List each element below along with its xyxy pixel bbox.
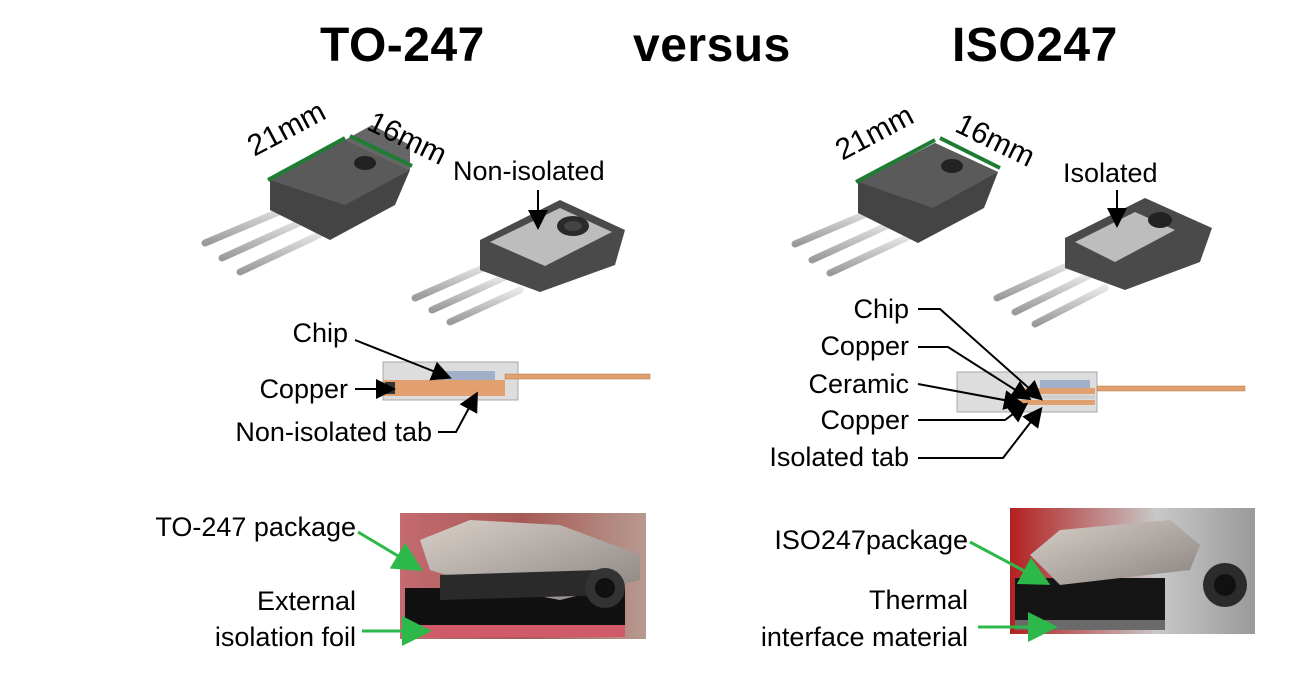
label-chip-right: Chip (853, 294, 909, 324)
title-versus: versus (633, 19, 791, 72)
dimension-line-length-left (267, 136, 346, 182)
iso247-package-front (791, 143, 998, 277)
label-to247-package: TO-247 package (155, 512, 356, 542)
label-external: External (256, 586, 356, 616)
green-arrow-package-right (969, 540, 1051, 585)
label-chip-left: Chip (292, 318, 348, 348)
arrow-copper1-right (918, 346, 1032, 401)
label-isolation-foil: isolation foil (214, 622, 356, 652)
label-copper2-right: Copper (820, 405, 909, 435)
dimension-line-width-right (939, 136, 1001, 170)
iso247-photo (1010, 508, 1255, 634)
iso247-package-back (993, 198, 1212, 328)
arrow-ceramic-right (917, 383, 1024, 410)
title-to247: TO-247 (320, 19, 485, 72)
arrow-tab-right (918, 406, 1043, 459)
title-iso247: ISO247 (952, 19, 1118, 72)
dimension-line-length-right (855, 138, 936, 184)
dimension-line-width-left (349, 134, 413, 168)
to247-photo (400, 513, 646, 639)
label-isolated: Isolated (1063, 158, 1158, 188)
arrow-copper2-right (918, 402, 1029, 423)
label-interface-material: interface material (760, 622, 968, 652)
label-thermal: Thermal (868, 585, 968, 615)
to247-package-front (201, 125, 410, 276)
label-isolated-tab: Isolated tab (769, 442, 909, 472)
label-non-isolated: Non-isolated (453, 156, 605, 186)
arrow-chip-right (918, 308, 1043, 401)
label-copper-left: Copper (259, 374, 348, 404)
to247-package-back (411, 200, 625, 326)
arrow-tab-left (438, 391, 478, 433)
green-arrow-package-left (357, 530, 424, 572)
label-copper1-right: Copper (820, 331, 909, 361)
label-iso247-package: ISO247package (774, 525, 968, 555)
label-non-isolated-tab: Non-isolated tab (235, 417, 432, 447)
arrow-chip-left (354, 339, 452, 381)
label-ceramic-right: Ceramic (808, 369, 909, 399)
iso247-cross-section (956, 371, 1246, 413)
